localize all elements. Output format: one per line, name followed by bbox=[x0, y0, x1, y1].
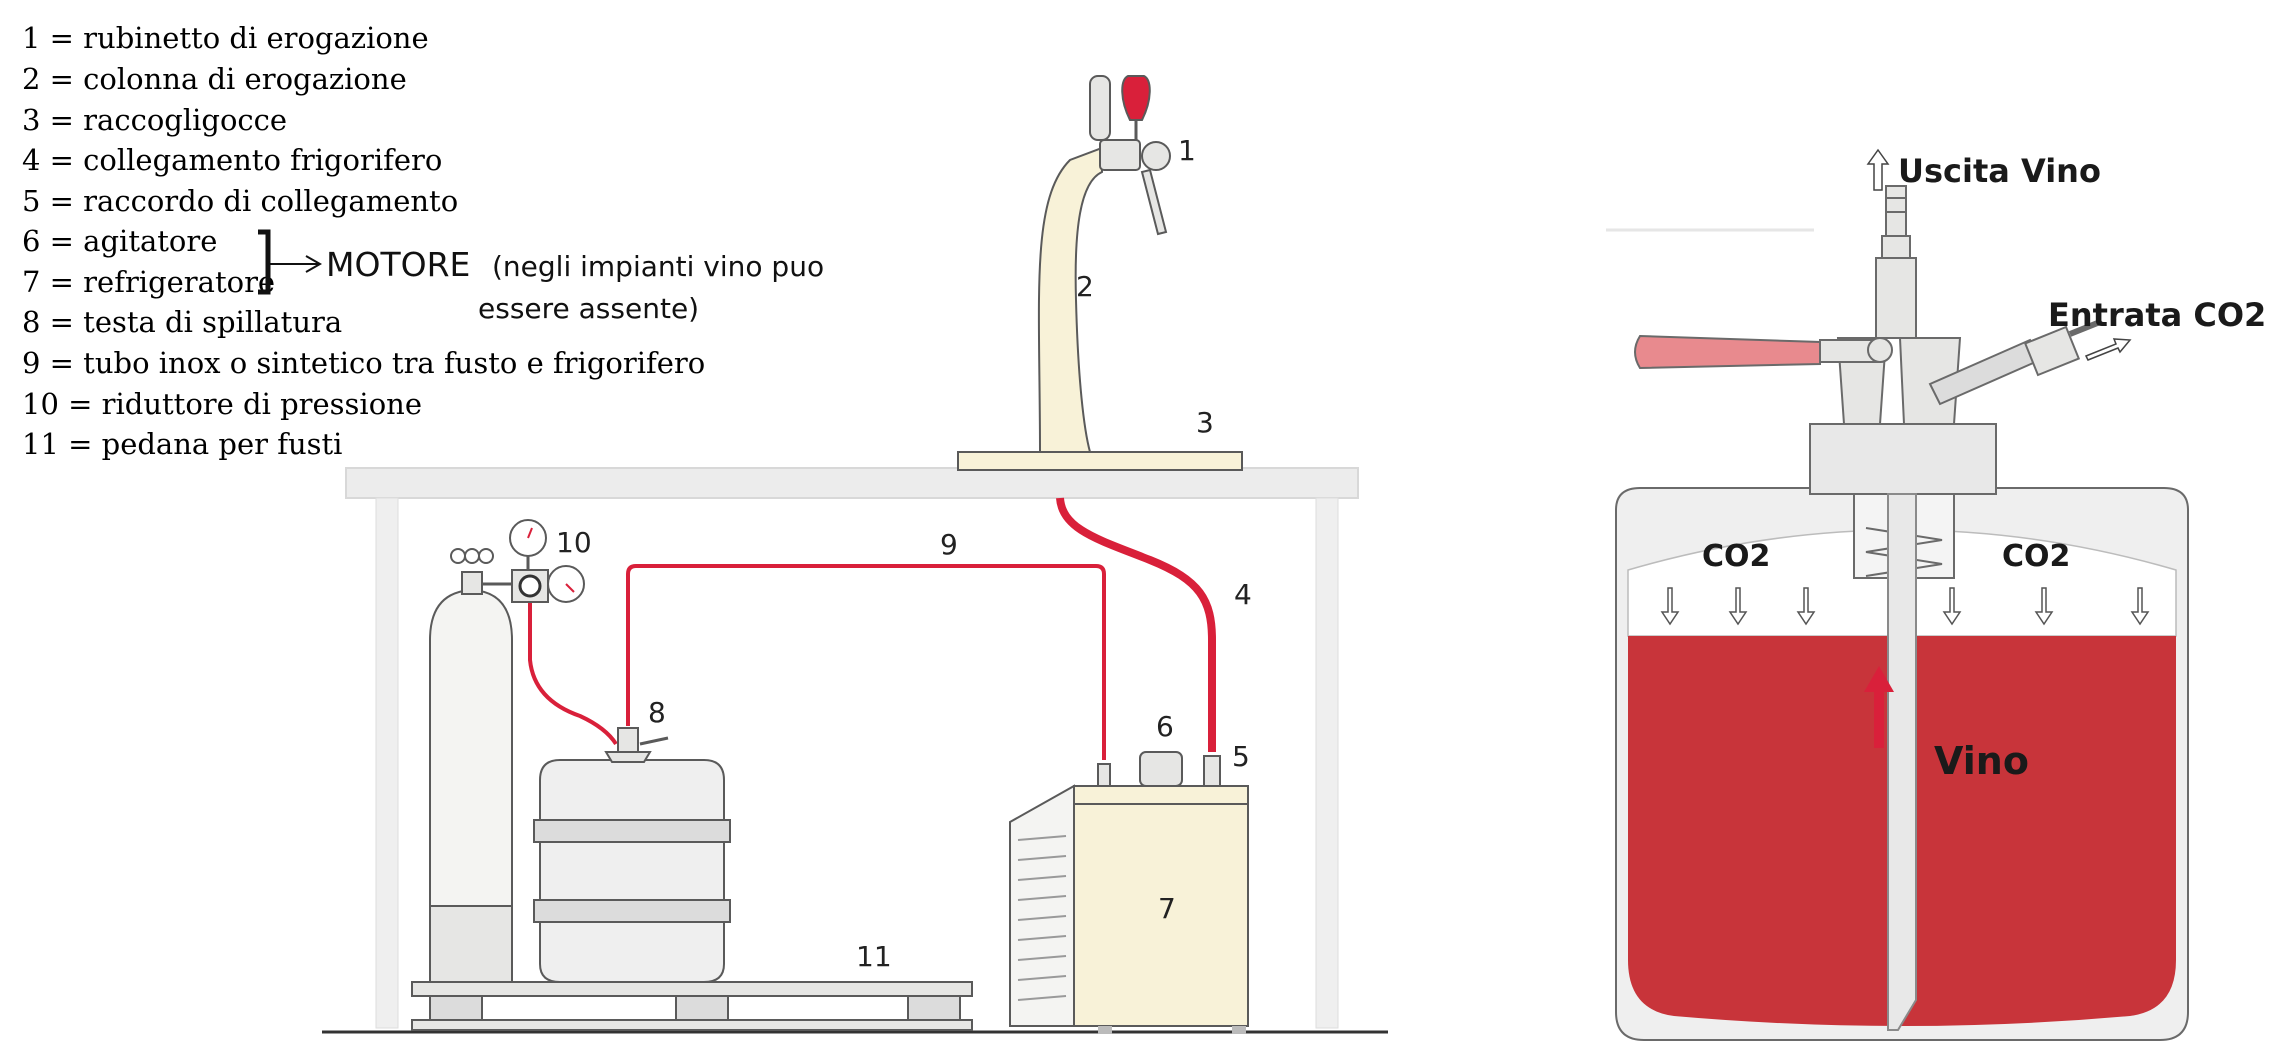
callout-11: 11 bbox=[856, 940, 892, 973]
gas-label-left: CO2 bbox=[1702, 539, 1770, 574]
wine-label: Vino bbox=[1934, 739, 2029, 783]
wine-up-arrow bbox=[1864, 666, 1894, 748]
tap-tower bbox=[957, 75, 1243, 471]
legend-item-6: 6 = agitatore bbox=[22, 224, 217, 258]
beverage-lines bbox=[528, 497, 1216, 760]
callout-2: 2 bbox=[1076, 270, 1094, 303]
agitator bbox=[1139, 751, 1183, 787]
motore-note-line1: (negli impianti vino puo bbox=[492, 250, 824, 283]
pressure-regulator bbox=[509, 519, 585, 603]
pressure-arrows bbox=[1660, 587, 2150, 626]
gas-label-right: CO2 bbox=[2002, 539, 2070, 574]
keg bbox=[533, 727, 731, 983]
callouts: 1 2 3 4 5 6 7 8 9 10 11 bbox=[556, 134, 1252, 973]
callout-6: 6 bbox=[1156, 710, 1174, 743]
legend-item-8: 8 = testa di spillatura bbox=[22, 305, 342, 339]
keg-cross-section: Uscita Vino Entrata CO2 CO2 CO2 Vino bbox=[1615, 148, 2266, 1041]
connection-fitting bbox=[1203, 755, 1221, 787]
legend-item-7: 7 = refrigeratore bbox=[22, 265, 275, 299]
coupler-handle bbox=[1634, 334, 1821, 370]
legend-item-10: 10 = riduttore di pressione bbox=[22, 387, 422, 421]
keg-pallet bbox=[411, 981, 973, 1031]
callout-3: 3 bbox=[1196, 406, 1214, 439]
callout-8: 8 bbox=[648, 696, 666, 729]
inlet-arrow-icon bbox=[2084, 338, 2132, 361]
drip-tray bbox=[957, 451, 1243, 471]
callout-5: 5 bbox=[1232, 740, 1250, 773]
callout-4: 4 bbox=[1234, 578, 1252, 611]
callout-7: 7 bbox=[1158, 892, 1176, 925]
legend-item-3: 3 = raccogligocce bbox=[22, 103, 287, 137]
motore-bracket bbox=[258, 229, 323, 295]
legend-item-9: 9 = tubo inox o sintetico tra fusto e fr… bbox=[22, 346, 705, 380]
line-9-keg-to-cooler bbox=[626, 564, 1106, 760]
callout-10: 10 bbox=[556, 526, 592, 559]
motore-note-line2: essere assente) bbox=[478, 292, 699, 325]
co2-cylinder bbox=[429, 548, 513, 983]
inlet-label: Entrata CO2 bbox=[2048, 296, 2266, 334]
legend-item-11: 11 = pedana per fusti bbox=[22, 427, 342, 461]
callout-1: 1 bbox=[1178, 134, 1196, 167]
line-4-to-cooler bbox=[1056, 497, 1216, 752]
motore-title: MOTORE bbox=[326, 245, 470, 284]
outlet-arrow-icon bbox=[1866, 148, 1890, 191]
legend-item-4: 4 = collegamento frigorifero bbox=[22, 143, 442, 177]
legend-item-2: 2 = colonna di erogazione bbox=[22, 62, 407, 96]
callout-9: 9 bbox=[940, 528, 958, 561]
legend-item-5: 5 = raccordo di collegamento bbox=[22, 184, 458, 218]
cooler bbox=[1009, 751, 1249, 1034]
legend: 1 = rubinetto di erogazione 2 = colonna … bbox=[22, 21, 705, 461]
line-gas-to-keg bbox=[528, 598, 618, 746]
legend-item-1: 1 = rubinetto di erogazione bbox=[22, 21, 429, 55]
outlet-label: Uscita Vino bbox=[1898, 152, 2101, 190]
counter bbox=[322, 467, 1388, 1034]
